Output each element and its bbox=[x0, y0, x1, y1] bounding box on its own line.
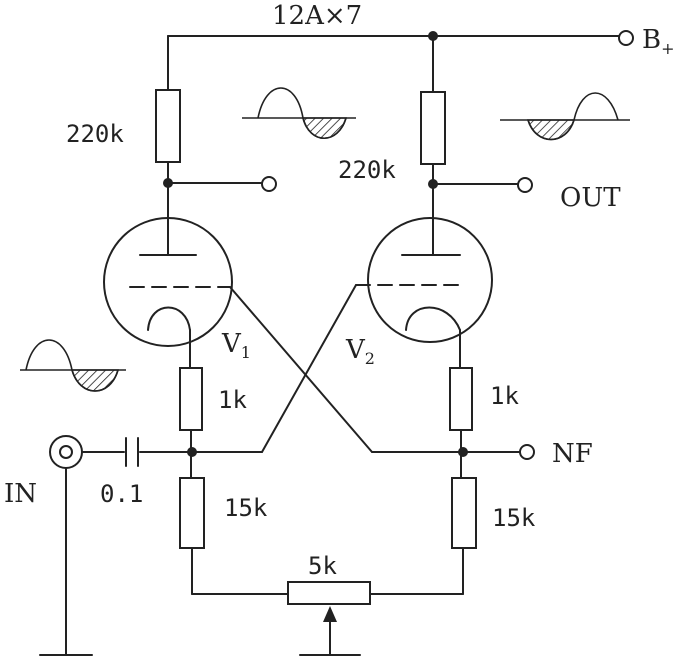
tube-v2-cathode bbox=[405, 306, 461, 331]
bias-resistor-left bbox=[179, 477, 205, 549]
tube-v2 bbox=[355, 217, 493, 369]
bias-resistor-left-label: 15k bbox=[224, 494, 268, 522]
out-terminal-left bbox=[261, 176, 277, 192]
bias-resistor-right-label: 15k bbox=[492, 504, 536, 532]
grid-wire-v2-to-input bbox=[261, 284, 357, 453]
b-plus-rail bbox=[167, 31, 621, 93]
tube-v2-label: V2 bbox=[345, 335, 375, 368]
waveform-left-plate bbox=[242, 87, 356, 140]
tube-v1 bbox=[103, 217, 233, 369]
b-plus-terminal bbox=[618, 30, 634, 46]
grid-wire-v1-to-nf bbox=[229, 286, 373, 453]
input-capacitor bbox=[125, 437, 139, 467]
tube-type-label: 12A×7 bbox=[272, 1, 362, 31]
input-capacitor-label: 0.1 bbox=[100, 480, 143, 508]
waveform-input bbox=[20, 339, 126, 392]
plate-resistor-left bbox=[155, 89, 181, 163]
cathode-resistor-right bbox=[449, 367, 473, 431]
cathode-resistor-left-label: 1k bbox=[218, 386, 247, 414]
input-label: IN bbox=[4, 479, 37, 509]
out-label: OUT bbox=[560, 183, 621, 213]
plate-resistor-left-label: 220k bbox=[66, 120, 124, 148]
b-plus-label: B+ bbox=[642, 25, 675, 58]
balance-potentiometer-label: 5k bbox=[308, 552, 337, 580]
cathode-resistor-left bbox=[179, 367, 203, 431]
nf-label: NF bbox=[552, 439, 593, 469]
plate-resistor-right-label: 220k bbox=[338, 156, 396, 184]
out-terminal-right bbox=[517, 177, 533, 193]
potentiometer-wiper bbox=[299, 606, 361, 656]
balance-potentiometer bbox=[287, 581, 371, 605]
cathode-resistor-right-label: 1k bbox=[490, 382, 519, 410]
input-jack bbox=[39, 435, 93, 656]
tube-v1-cathode bbox=[147, 306, 191, 331]
bias-resistor-right bbox=[451, 477, 477, 549]
nf-terminal bbox=[519, 444, 535, 460]
tube-v1-label: V1 bbox=[221, 329, 251, 362]
waveform-right-plate bbox=[500, 92, 630, 141]
plate-resistor-right bbox=[420, 91, 446, 165]
